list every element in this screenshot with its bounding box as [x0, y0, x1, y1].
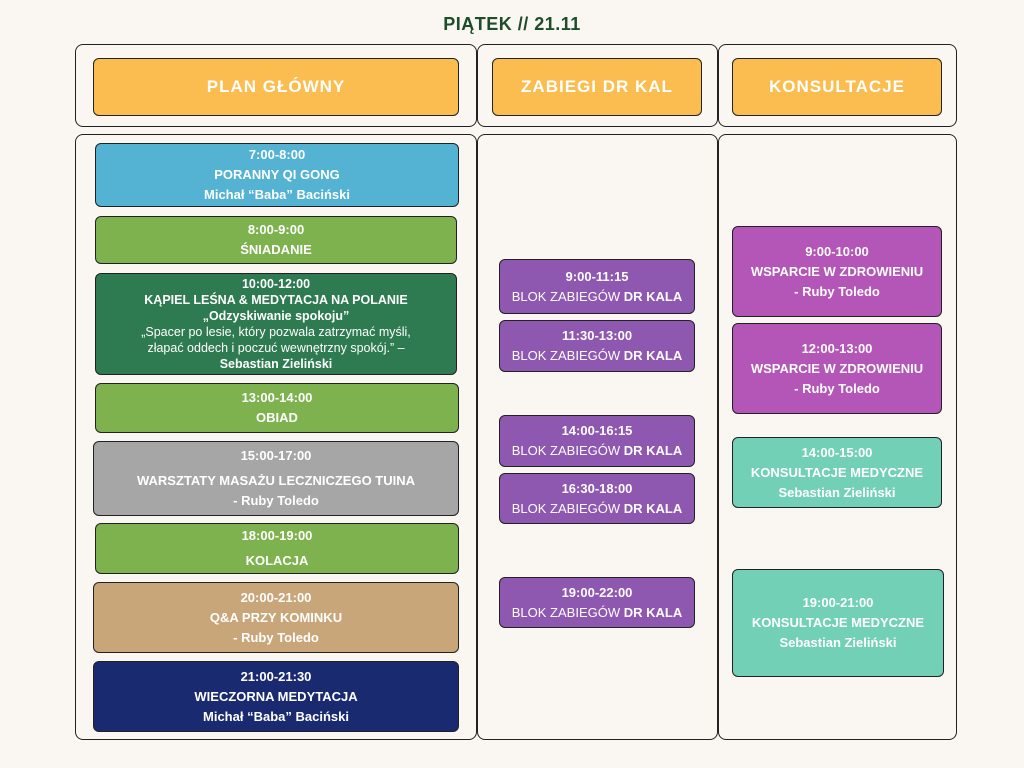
event-quote-line: złapać oddech i poczuć wewnętrzny spokój… — [147, 341, 405, 355]
consult-name: KONSULTACJE MEDYCZNE — [751, 615, 925, 630]
event-person: Michał “Baba” Baciński — [204, 187, 350, 202]
event-name: Q&A PRZY KOMINKU — [209, 609, 343, 625]
event-name: ŚNIADANIE — [240, 242, 312, 257]
consult-support-2: 12:00-13:00 WSPARCIE W ZDROWIENIU - Ruby… — [732, 323, 942, 414]
page-title: PIĄTEK // 21.11 — [443, 14, 581, 34]
event-person: Sebastian Zieliński — [219, 357, 333, 371]
event-qigong: 7:00-8:00 PORANNY QI GONG Michał “Baba” … — [95, 143, 459, 207]
consult-medical-2: 19:00-21:00 KONSULTACJE MEDYCZNE Sebasti… — [732, 569, 944, 677]
kal-block-prefix: BLOK ZABIEGÓW — [511, 348, 621, 363]
event-lunch: 13:00-14:00 OBIAD — [95, 383, 459, 433]
event-forest-bath: 10:00-12:00 KĄPIEL LEŚNA & MEDYTACJA NA … — [95, 273, 457, 375]
kal-block-3: 14:00-16:15 BLOK ZABIEGÓW DR KALA — [499, 415, 695, 467]
event-time: 21:00-21:30 — [240, 668, 312, 684]
header-main: PLAN GŁÓWNY — [93, 58, 459, 116]
event-time: 15:00-17:00 — [240, 448, 312, 463]
event-name: WIECZORNA MEDYTACJA — [194, 688, 358, 704]
kal-block-prefix: BLOK ZABIEGÓW — [511, 443, 621, 458]
event-evening-meditation: 21:00-21:30 WIECZORNA MEDYTACJA Michał “… — [93, 661, 459, 732]
kal-block-time: 9:00-11:15 — [565, 268, 629, 284]
event-name: PORANNY QI GONG — [214, 167, 340, 182]
event-time: 7:00-8:00 — [248, 147, 306, 162]
kal-block-name: DR KALA — [623, 500, 683, 516]
event-dinner: 18:00-19:00 KOLACJA — [95, 523, 459, 574]
consult-time: 9:00-10:00 — [805, 243, 869, 259]
kal-block-2: 11:30-13:00 BLOK ZABIEGÓW DR KALA — [499, 320, 695, 372]
consult-time: 19:00-21:00 — [802, 595, 874, 610]
kal-block-time: 16:30-18:00 — [561, 480, 633, 496]
kal-block-name: DR KALA — [623, 443, 683, 458]
event-time: 20:00-21:00 — [240, 589, 312, 605]
event-name: KOLACJA — [245, 553, 309, 568]
event-qa-fireplace: 20:00-21:00 Q&A PRZY KOMINKU - Ruby Tole… — [93, 582, 459, 653]
consult-time: 12:00-13:00 — [801, 340, 873, 356]
consult-name: KONSULTACJE MEDYCZNE — [750, 464, 924, 480]
event-person: - Ruby Toledo — [233, 493, 319, 508]
event-name: OBIAD — [256, 410, 298, 425]
consult-person: Sebastian Zieliński — [779, 635, 897, 650]
kal-block-time: 11:30-13:00 — [561, 328, 633, 343]
consult-person: Sebastian Zieliński — [778, 484, 896, 500]
header-kal: ZABIEGI DR KAL — [492, 58, 702, 116]
event-quote-line: „Spacer po lesie, który pozwala zatrzyma… — [141, 325, 411, 339]
event-person: Michał “Baba” Baciński — [203, 708, 349, 724]
consult-person: - Ruby Toledo — [794, 380, 880, 396]
kal-block-time: 19:00-22:00 — [561, 584, 633, 600]
event-name: WARSZTATY MASAŻU LECZNICZEGO TUINA — [136, 473, 416, 488]
kal-block-time: 14:00-16:15 — [561, 423, 633, 438]
kal-block-name: DR KALA — [623, 604, 683, 620]
event-time: 13:00-14:00 — [241, 390, 313, 405]
kal-block-prefix: BLOK ZABIEGÓW — [511, 604, 621, 620]
consult-name: WSPARCIE W ZDROWIENIU — [750, 360, 924, 376]
event-subtitle: „Odzyskiwanie spokoju” — [202, 309, 350, 323]
event-time: 18:00-19:00 — [241, 528, 313, 543]
event-breakfast: 8:00-9:00 ŚNIADANIE — [95, 216, 457, 264]
event-person: - Ruby Toledo — [233, 629, 319, 645]
consult-name: WSPARCIE W ZDROWIENIU — [750, 263, 924, 279]
kal-block-4: 16:30-18:00 BLOK ZABIEGÓW DR KALA — [499, 473, 695, 524]
consult-medical-1: 14:00-15:00 KONSULTACJE MEDYCZNE Sebasti… — [732, 437, 942, 508]
kal-block-prefix: BLOK ZABIEGÓW — [511, 500, 621, 516]
kal-block-prefix: BLOK ZABIEGÓW — [511, 288, 621, 304]
kal-block-name: DR KALA — [623, 288, 683, 304]
event-name: KĄPIEL LEŚNA & MEDYTACJA NA POLANIE — [144, 293, 408, 307]
event-tuina-workshop: 15:00-17:00 WARSZTATY MASAŻU LECZNICZEGO… — [93, 441, 459, 516]
consult-support-1: 9:00-10:00 WSPARCIE W ZDROWIENIU - Ruby … — [732, 226, 942, 317]
event-time: 10:00-12:00 — [241, 277, 311, 291]
event-time: 8:00-9:00 — [247, 222, 305, 237]
kal-block-1: 9:00-11:15 BLOK ZABIEGÓW DR KALA — [499, 259, 695, 314]
consult-person: - Ruby Toledo — [794, 283, 880, 299]
header-consult: KONSULTACJE — [732, 58, 942, 116]
consult-time: 14:00-15:00 — [801, 444, 873, 460]
kal-block-name: DR KALA — [623, 348, 683, 363]
kal-block-5: 19:00-22:00 BLOK ZABIEGÓW DR KALA — [499, 577, 695, 628]
